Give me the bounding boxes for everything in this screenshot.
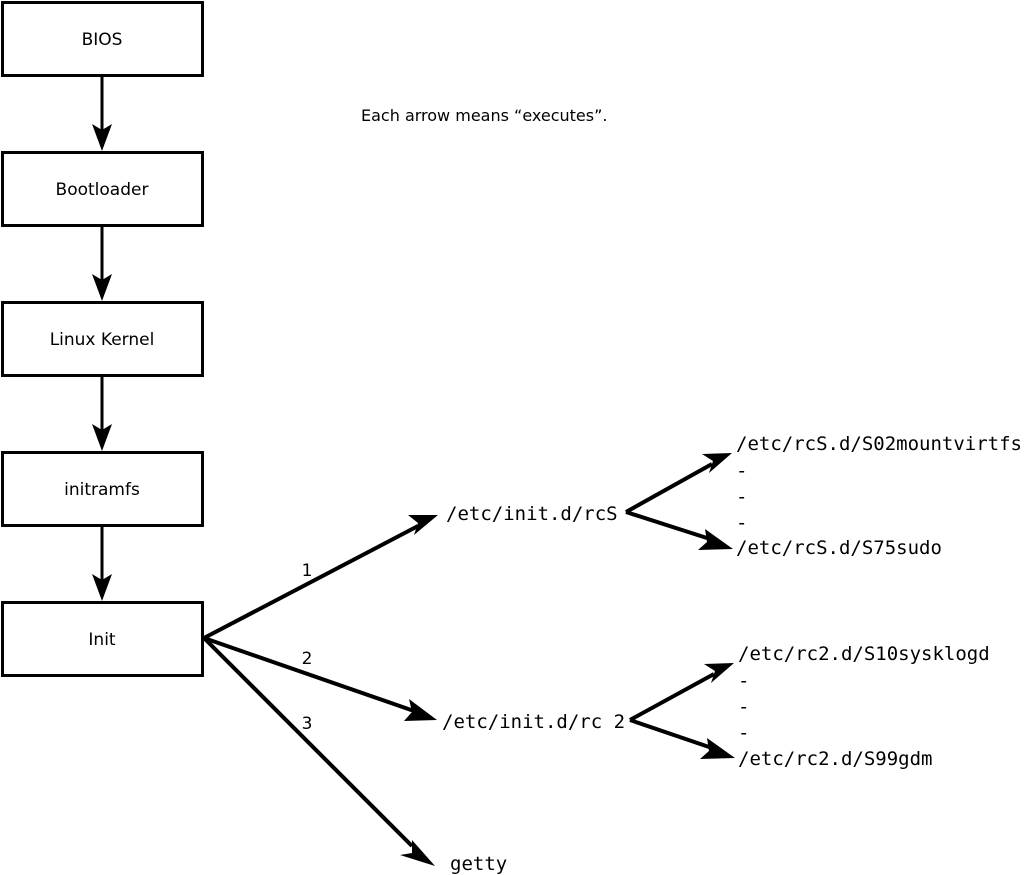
rcs-script-first: /etc/rcS.d/S02mountvirtfs: [736, 433, 1022, 455]
rc2-ellipsis-3: -: [738, 722, 749, 744]
branch-number-3: 3: [302, 714, 313, 734]
arrow-head: [700, 738, 735, 759]
initramfs-label: initramfs: [64, 480, 140, 500]
linux-kernel-box: [1, 301, 204, 377]
arrow-head: [698, 529, 733, 550]
node-linux-kernel: Linux Kernel: [1, 301, 204, 377]
arrow-shaft: [203, 524, 419, 640]
arrow-head: [704, 663, 734, 683]
bootloader-label: Bootloader: [56, 180, 149, 200]
arrow-bios-to-bootloader: [92, 76, 112, 151]
linux-kernel-label: Linux Kernel: [50, 330, 155, 350]
rc2-script-first: /etc/rc2.d/S10sysklogd: [738, 643, 990, 665]
arrow-init-to-rcs: [203, 515, 438, 640]
rc2-ellipsis-2: -: [738, 696, 749, 718]
arrow-kernel-to-initramfs: [92, 376, 112, 451]
init-label: Init: [88, 630, 116, 650]
rcs-ellipsis-1: -: [736, 460, 747, 482]
arrow-shaft: [629, 672, 715, 722]
arrow-shaft: [202, 636, 414, 848]
arrow-head: [400, 840, 435, 866]
arrow-head: [92, 574, 112, 601]
branch-number-1: 1: [302, 561, 313, 581]
arrow-shaft: [629, 718, 713, 750]
arrow-init-to-rc2: [203, 636, 437, 721]
rcs-ellipsis-2: -: [736, 486, 747, 508]
arrow-rc2-to-first-script: [629, 663, 734, 722]
bios-label: BIOS: [82, 30, 123, 50]
arrow-rcs-to-first-script: [625, 453, 732, 514]
arrow-head: [92, 274, 112, 301]
arrow-head: [404, 699, 437, 721]
rcs-script-last: /etc/rcS.d/S75sudo: [736, 537, 942, 559]
branch-label-rc2: /etc/init.d/rc 2: [442, 711, 625, 733]
arrow-bootloader-to-kernel: [92, 226, 112, 301]
bios-box: [1, 1, 204, 77]
legend-note: Each arrow means “executes”.: [361, 106, 607, 125]
arrow-head: [92, 124, 112, 151]
arrow-init-to-getty: [202, 636, 435, 866]
arrow-rcs-to-last-script: [625, 510, 733, 550]
branch-label-rcs: /etc/init.d/rcS: [446, 503, 618, 525]
rcs-ellipsis-3: -: [736, 512, 747, 534]
node-bootloader: Bootloader: [1, 151, 204, 227]
initramfs-box: [1, 451, 204, 527]
rc2-script-last: /etc/rc2.d/S99gdm: [738, 748, 932, 770]
arrow-shaft: [625, 510, 711, 541]
arrow-rc2-to-last-script: [629, 718, 735, 759]
arrow-head: [408, 515, 438, 535]
bootloader-box: [1, 151, 204, 227]
branch-number-2: 2: [302, 649, 313, 669]
arrow-initramfs-to-init: [92, 526, 112, 601]
node-initramfs: initramfs: [1, 451, 204, 527]
branch-label-getty: getty: [450, 853, 507, 875]
arrow-head: [702, 453, 732, 473]
arrow-shaft: [203, 636, 415, 713]
arrow-head: [92, 424, 112, 451]
node-init: Init: [1, 601, 204, 677]
init-box: [1, 601, 204, 677]
arrow-shaft: [625, 462, 713, 514]
rc2-ellipsis-1: -: [738, 670, 749, 692]
node-bios: BIOS: [1, 1, 204, 77]
